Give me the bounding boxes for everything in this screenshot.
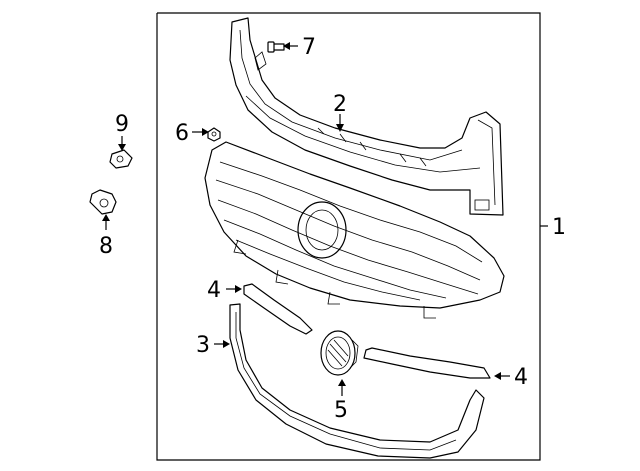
callout-2: 2 (333, 92, 347, 117)
emblem[interactable] (320, 330, 359, 376)
callout-9: 9 (115, 112, 129, 137)
screw[interactable] (267, 41, 285, 53)
lower-molding[interactable] (229, 303, 485, 459)
leader-lines (102, 42, 510, 396)
assembly-frame (156, 12, 548, 461)
grille-assembly[interactable] (204, 141, 505, 319)
upper-molding-right[interactable] (363, 347, 491, 379)
callout-4-left: 4 (207, 278, 221, 303)
upper-bracket[interactable] (229, 17, 504, 216)
upper-molding-left[interactable] (243, 283, 313, 335)
callout-4-right: 4 (514, 365, 528, 390)
callout-8: 8 (99, 234, 113, 259)
callout-7: 7 (302, 35, 316, 60)
callout-3: 3 (196, 333, 210, 358)
callout-5: 5 (334, 398, 348, 423)
sensor-bracket[interactable] (89, 189, 117, 215)
callout-1: 1 (552, 215, 566, 240)
sensor[interactable] (109, 149, 133, 169)
callout-6: 6 (175, 121, 189, 146)
nut[interactable] (207, 127, 221, 142)
